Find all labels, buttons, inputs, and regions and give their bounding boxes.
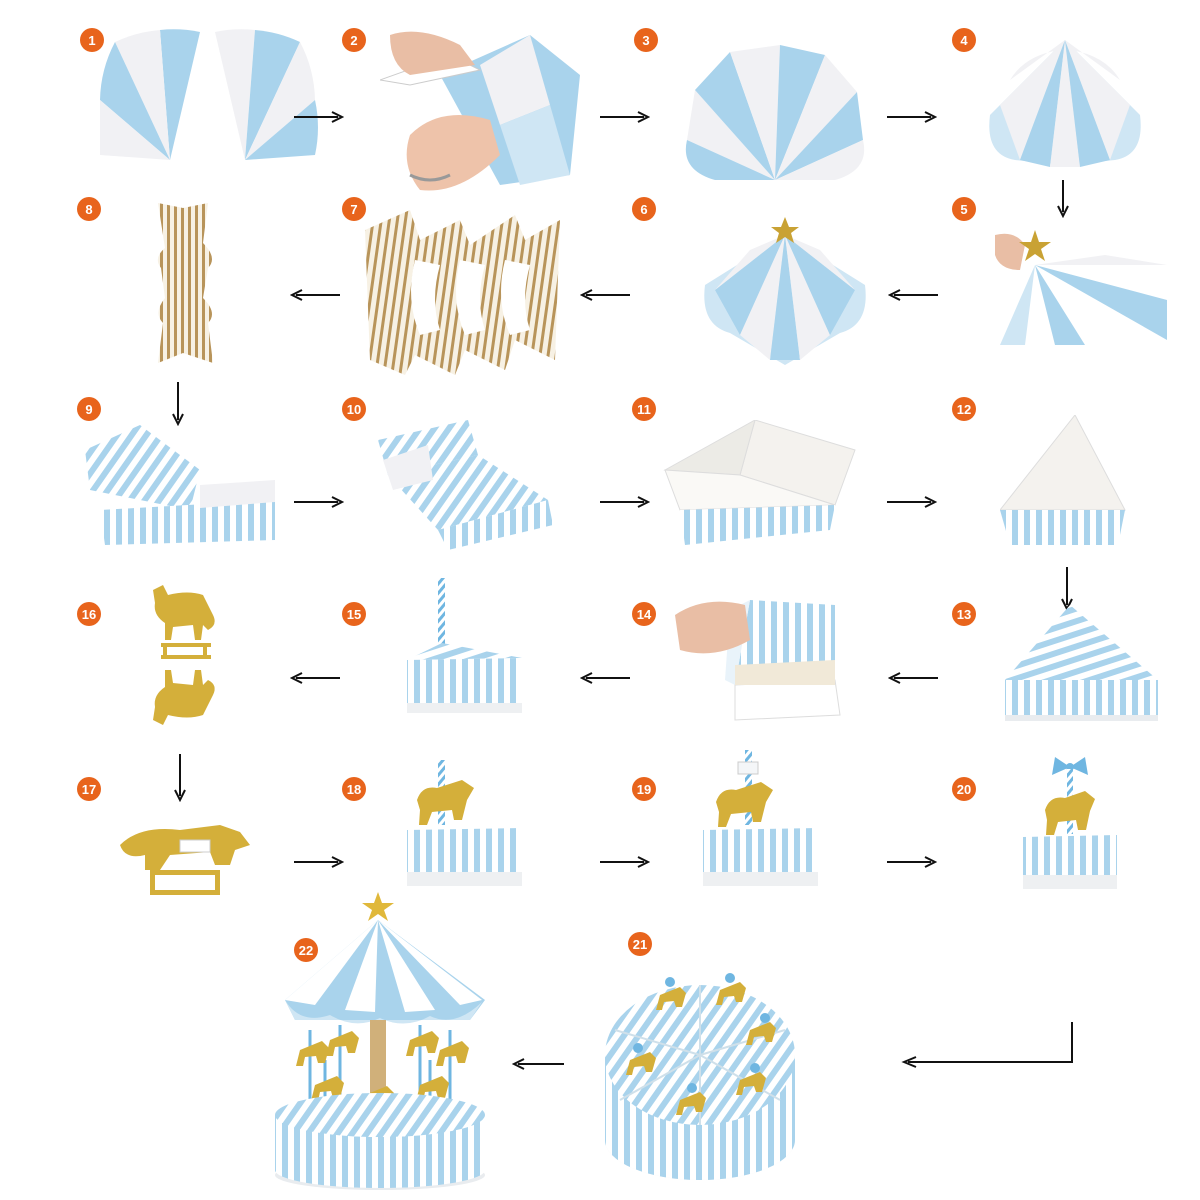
- canopy-panels-illustration: [100, 29, 318, 160]
- step-badge: 19: [632, 777, 656, 801]
- arrow-right-icon: [294, 496, 344, 508]
- arrow-left-icon: [580, 672, 630, 684]
- hand-icon: [406, 115, 500, 191]
- step-badge: 10: [342, 397, 366, 421]
- unicorn-icon: [716, 782, 773, 827]
- step-badge: 16: [77, 602, 101, 626]
- star-attach-illustration: [995, 230, 1167, 345]
- step-badge: 12: [952, 397, 976, 421]
- lid-wedge-illustration: [1005, 605, 1158, 721]
- arrow-right-icon: [887, 111, 937, 123]
- step-badge: 17: [77, 777, 101, 801]
- step-badge: 9: [77, 397, 101, 421]
- hand-icon: [675, 601, 750, 654]
- arrow-right-icon: [600, 856, 650, 868]
- step-badge: 21: [628, 932, 652, 956]
- hand-icon: [390, 31, 475, 76]
- box-closing-illustration: [675, 600, 841, 721]
- striped-fold-illustration: [378, 420, 553, 550]
- unicorn-cutout-illustration: [153, 585, 215, 725]
- canopy-star-illustration: [704, 217, 866, 365]
- carousel-cake-illustration: [275, 892, 485, 1190]
- star-icon: [771, 217, 799, 243]
- step-badge: 18: [342, 777, 366, 801]
- arrow-down-icon: [1057, 180, 1069, 218]
- step-badge: 5: [952, 197, 976, 221]
- step-badge: 13: [952, 602, 976, 626]
- step-badge: 1: [80, 28, 104, 52]
- gold-strip-illustration: [365, 210, 560, 375]
- arrow-right-icon: [887, 496, 937, 508]
- arrow-left-icon: [888, 289, 938, 301]
- star-icon: [1019, 230, 1051, 261]
- box-straw-illustration: [407, 578, 522, 713]
- step-badge: 15: [342, 602, 366, 626]
- step-badge: 7: [342, 197, 366, 221]
- step-badge: 3: [634, 28, 658, 52]
- arrow-down-icon: [172, 382, 184, 426]
- hands-folding-illustration: [380, 31, 580, 191]
- box-unicorn-illustration: [407, 760, 522, 886]
- hand-icon: [995, 233, 1025, 270]
- step-badge: 20: [952, 777, 976, 801]
- arrow-left-icon: [888, 672, 938, 684]
- striped-strips-illustration: [85, 425, 275, 545]
- box-unicorn-clip-illustration: [703, 750, 818, 886]
- arrow-left-icon: [580, 289, 630, 301]
- arrow-right-icon: [887, 856, 937, 868]
- arrow-left-icon: [290, 289, 340, 301]
- step-badge: 11: [632, 397, 656, 421]
- unicorn-icon: [120, 825, 250, 895]
- bow-icon: [1052, 757, 1088, 775]
- step-badge: 14: [632, 602, 656, 626]
- gold-pole-illustration: [157, 203, 213, 363]
- cake-assembled-illustration: [605, 973, 795, 1180]
- straw-icon: [438, 578, 445, 653]
- step-badge: 22: [294, 938, 318, 962]
- tray-open-illustration: [663, 420, 856, 545]
- step-badge: 4: [952, 28, 976, 52]
- step-badge: 8: [77, 197, 101, 221]
- unicorn-icon: [153, 585, 215, 725]
- arrow-down-icon: [174, 754, 186, 802]
- tray-wedge-illustration: [1000, 415, 1126, 545]
- unicorn-folded-illustration: [120, 825, 250, 895]
- step-badge: 2: [342, 28, 366, 52]
- arrow-right-icon: [294, 856, 344, 868]
- arrow-right-icon: [600, 496, 650, 508]
- canopy-flat-illustration: [685, 45, 865, 180]
- star-icon: [362, 892, 394, 921]
- arrow-right-icon: [600, 111, 650, 123]
- arrow-right-icon: [294, 111, 344, 123]
- unicorn-icon: [1045, 791, 1095, 835]
- canopy-folded-illustration: [989, 40, 1141, 167]
- arrow-left-icon: [290, 672, 340, 684]
- box-unicorn-bow-illustration: [1023, 757, 1117, 889]
- arrow-left-icon: [512, 1058, 564, 1070]
- unicorn-icon: [417, 780, 474, 825]
- arrow-return-icon: [901, 1022, 1073, 1068]
- step-badge: 6: [632, 197, 656, 221]
